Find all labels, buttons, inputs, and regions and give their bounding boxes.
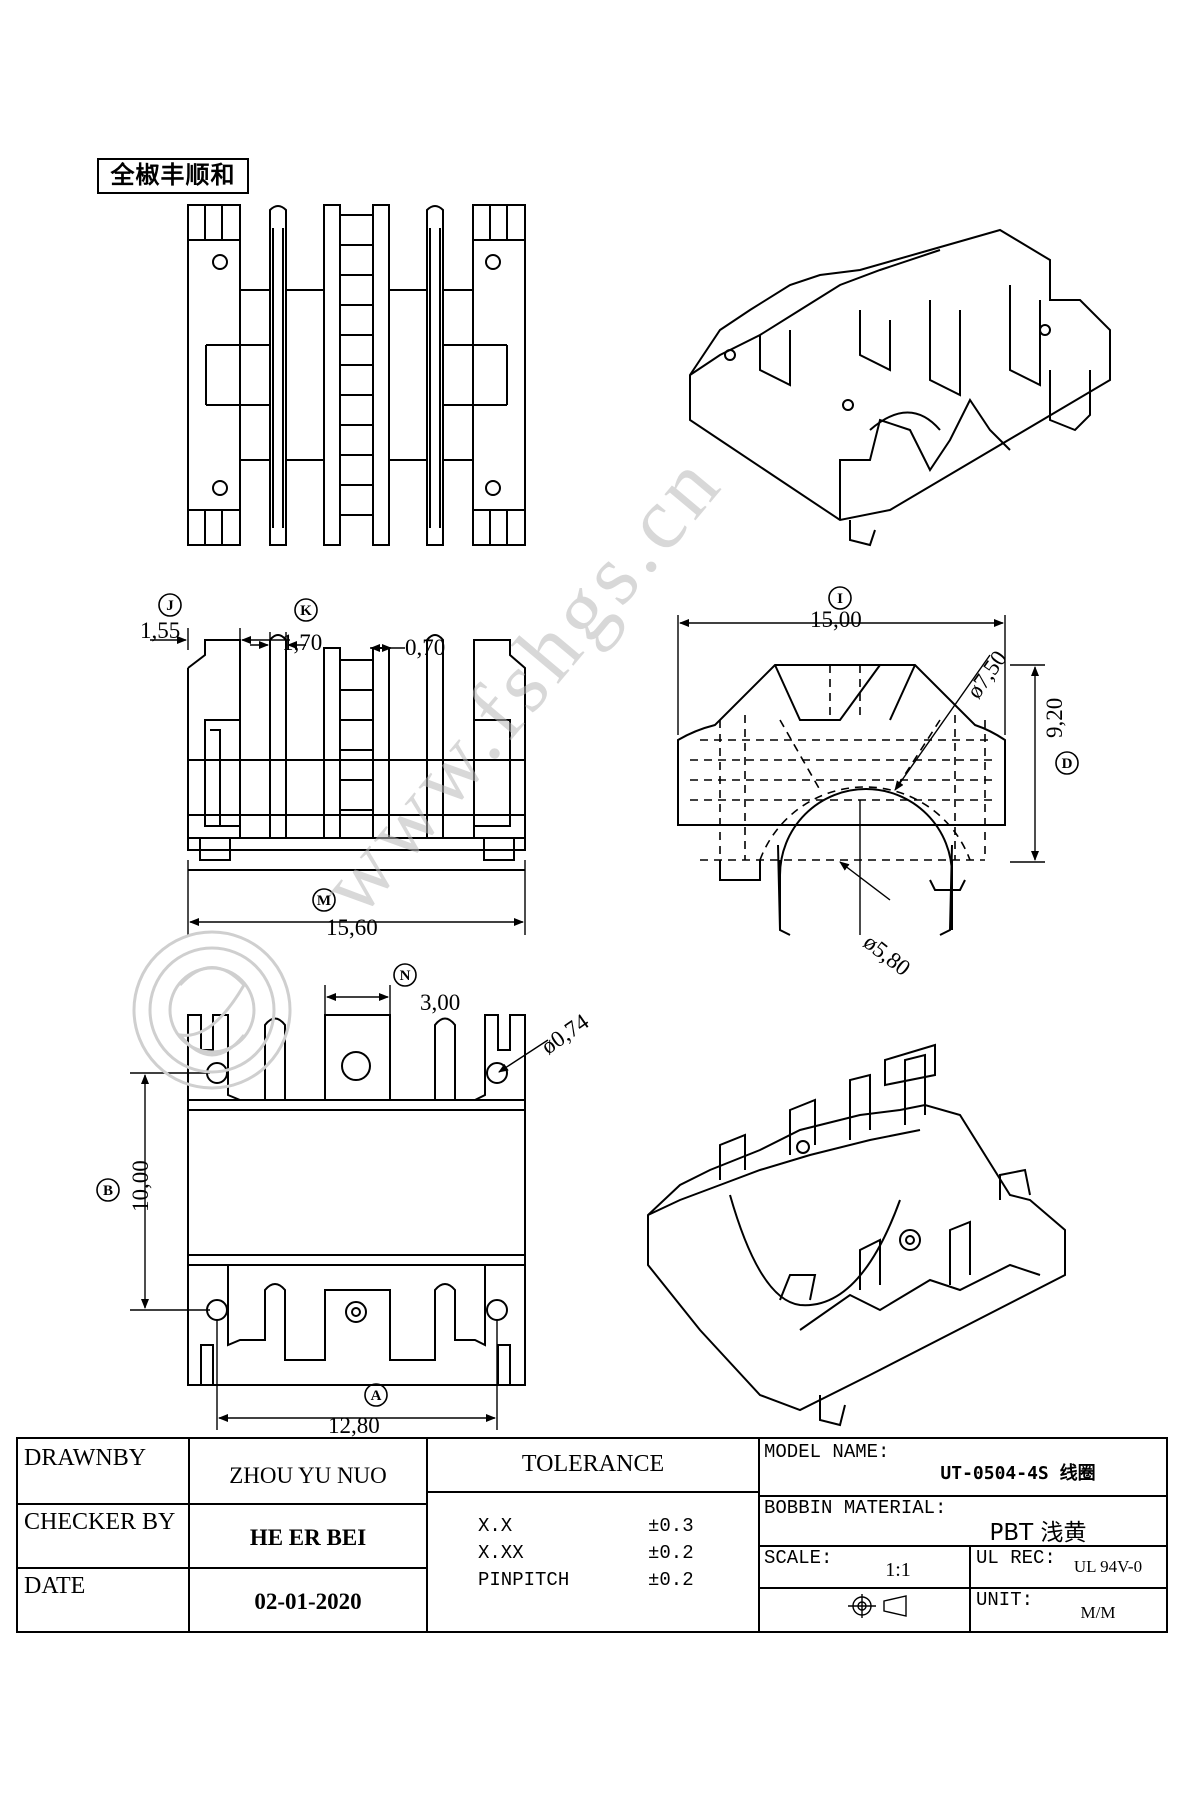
- dim-diam-core: ø5,80: [859, 929, 915, 981]
- dim-j-value: 1,55: [140, 618, 180, 643]
- tolerance-label: TOLERANCE: [521, 1451, 665, 1477]
- date-label: DATE: [24, 1573, 86, 1599]
- tolerance-value: ±0.2: [648, 1542, 694, 1564]
- bottom-view: [187, 1014, 526, 1386]
- tag-j: J: [166, 598, 174, 614]
- dim-n-value: 3,00: [420, 990, 460, 1015]
- iso-view-bottom: [647, 1043, 1066, 1427]
- watermark-seal: [132, 930, 292, 1090]
- model-value: UT-0504-4S 线圈: [940, 1463, 1096, 1484]
- tb-divider: [758, 1495, 1166, 1497]
- dimension-tags: [96, 586, 1079, 1407]
- model-label: MODEL NAME:: [764, 1441, 890, 1463]
- front-view: [187, 634, 526, 871]
- material-label: BOBBIN MATERIAL:: [764, 1497, 947, 1519]
- tolerance-key: X.XX: [478, 1542, 524, 1564]
- side-view: [677, 664, 1006, 936]
- scale-value: 1:1: [885, 1559, 911, 1581]
- top-view: [187, 204, 526, 546]
- tolerance-key: PINPITCH: [478, 1569, 570, 1591]
- tb-divider: [969, 1545, 971, 1631]
- material-value: PBT 浅黄: [989, 1520, 1087, 1546]
- tb-divider: [758, 1587, 1166, 1589]
- tolerance-key: X.X: [478, 1515, 513, 1537]
- tag-a: A: [371, 1388, 382, 1404]
- tag-n: N: [400, 968, 411, 984]
- tolerance-value: ±0.2: [648, 1569, 694, 1591]
- title-block: DRAWNBY ZHOU YU NUO CHECKER BY HE ER BEI…: [16, 1437, 1168, 1633]
- company-label: 全椒丰顺和: [97, 158, 249, 194]
- tb-divider: [18, 1567, 428, 1569]
- tolerance-row: PINPITCH ±0.2: [478, 1569, 738, 1591]
- tag-m: M: [317, 893, 331, 909]
- unit-value: M/M: [1080, 1603, 1116, 1622]
- unit-label: UNIT:: [976, 1589, 1034, 1611]
- drawnby-value: ZHOU YU NUO: [229, 1463, 387, 1488]
- tb-divider: [758, 1439, 760, 1631]
- iso-view-top: [689, 228, 1111, 547]
- tolerance-value: ±0.3: [648, 1515, 694, 1537]
- tag-k: K: [300, 603, 312, 619]
- dimension-tag-letters: J K I D M N B A: [103, 591, 1073, 1404]
- dim-pin-value: ø0,74: [537, 1009, 594, 1059]
- dim-d-value: 9,20: [1042, 698, 1067, 738]
- tb-divider: [188, 1439, 190, 1631]
- dim-m-value: 15,60: [326, 915, 378, 940]
- dim-i-value: 15,00: [810, 607, 862, 632]
- date-value: 02-01-2020: [254, 1589, 362, 1614]
- watermark-text: www.fshgs.cn: [301, 434, 742, 933]
- tag-b: B: [103, 1183, 113, 1199]
- dimension-values: 1,55 1,70 0,70 15,00 9,20 ø7,50 ø5,80 15…: [128, 607, 1067, 1438]
- ul-label: UL REC:: [976, 1547, 1056, 1569]
- tb-divider: [758, 1545, 1166, 1547]
- dim-b-value: 10,00: [128, 1160, 153, 1212]
- ul-value: UL 94V-0: [1073, 1557, 1143, 1576]
- tag-d: D: [1062, 756, 1073, 772]
- dim-k2-value: 0,70: [405, 635, 445, 660]
- drawnby-label: DRAWNBY: [24, 1445, 147, 1471]
- checker-value: HE ER BEI: [249, 1525, 367, 1550]
- tb-divider: [426, 1491, 758, 1493]
- dim-a-value: 12,80: [328, 1413, 380, 1438]
- dim-k-value: 1,70: [282, 630, 322, 655]
- tag-i: I: [837, 591, 843, 607]
- checker-label: CHECKER BY: [24, 1509, 176, 1535]
- dim-diam-large: ø7,50: [962, 646, 1012, 703]
- dimension-lines: [130, 615, 1045, 1430]
- tolerance-row: X.XX ±0.2: [478, 1542, 738, 1564]
- tolerance-row: X.X ±0.3: [478, 1515, 738, 1537]
- projection-symbol-icon: [848, 1594, 907, 1618]
- scale-label: SCALE:: [764, 1547, 833, 1569]
- tb-divider: [18, 1503, 428, 1505]
- tb-divider: [426, 1439, 428, 1631]
